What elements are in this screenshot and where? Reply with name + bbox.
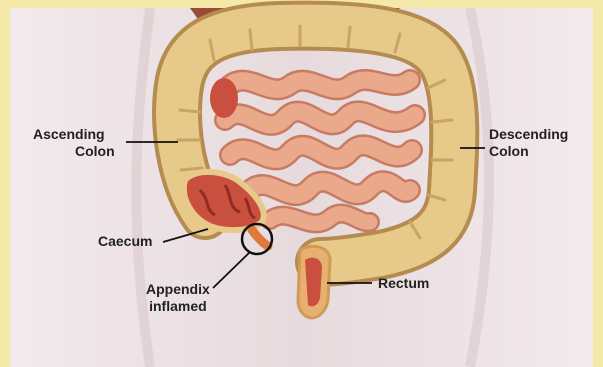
label-rectum: Rectum [378, 275, 429, 292]
label-appendix-inflamed: Appendix inflamed [146, 281, 210, 315]
intestine-cross-section [210, 78, 238, 118]
label-caecum: Caecum [98, 233, 152, 250]
label-ascending-colon: Ascending Colon [33, 126, 115, 160]
label-descending-colon: Descending Colon [489, 126, 568, 160]
rectum-section [298, 246, 330, 318]
